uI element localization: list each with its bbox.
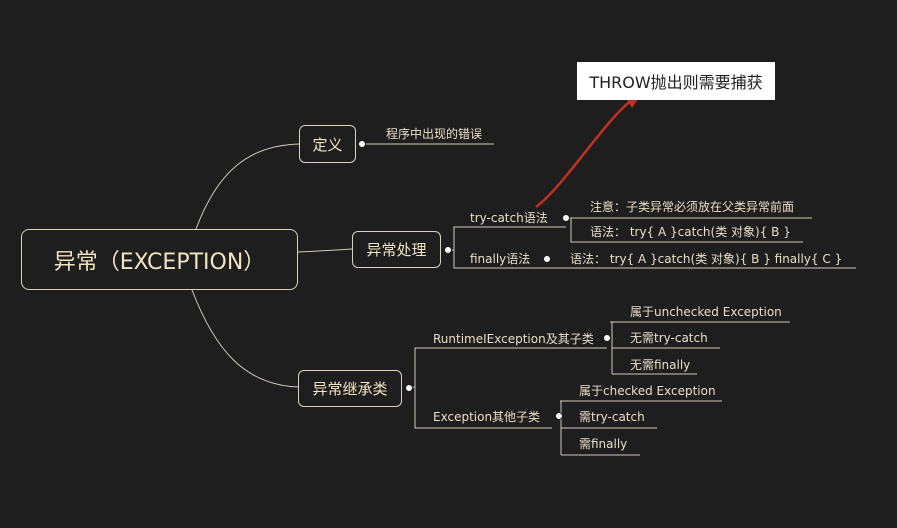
handling-label: 异常处理 <box>366 241 427 259</box>
runtime-item-unchecked[interactable]: 属于unchecked Exception <box>630 305 782 319</box>
definition-item[interactable]: 程序中出现的错误 <box>386 127 483 141</box>
handling-node[interactable]: 异常处理 <box>352 231 441 268</box>
root-label: 异常（EXCEPTION） <box>53 249 266 275</box>
definition-label: 定义 <box>312 135 343 154</box>
inheritance-collapse-dot[interactable] <box>405 384 413 392</box>
try-catch-syntax[interactable]: 语法： try{ A }catch(类 对象){ B } <box>590 225 791 239</box>
definition-node[interactable]: 定义 <box>299 125 356 163</box>
runtime-item-no-finally[interactable]: 无需finally <box>630 358 691 372</box>
runtime-item-no-try-catch[interactable]: 无需try-catch <box>630 331 708 345</box>
exception-subclass-label[interactable]: Exception其他子类 <box>433 410 541 424</box>
inheritance-node[interactable]: 异常继承类 <box>298 370 402 407</box>
throw-callout: THROW抛出则需要捕获 <box>577 62 775 100</box>
exception-item-try-catch[interactable]: 需try-catch <box>579 410 645 424</box>
finally-syntax[interactable]: 语法： try{ A }catch(类 对象){ B } finally{ C … <box>570 252 843 266</box>
try-catch-label[interactable]: try-catch语法 <box>470 211 548 225</box>
runtime-exception-label[interactable]: RuntimeIException及其子类 <box>433 332 594 346</box>
root-node[interactable]: 异常（EXCEPTION） <box>21 229 298 290</box>
exception-collapse-dot[interactable] <box>555 412 563 420</box>
definition-collapse-dot[interactable] <box>358 140 366 148</box>
exception-item-checked[interactable]: 属于checked Exception <box>579 384 716 398</box>
handling-collapse-dot[interactable] <box>444 246 452 254</box>
try-catch-collapse-dot[interactable] <box>562 214 570 222</box>
try-catch-note[interactable]: 注意：子类异常必须放在父类异常前面 <box>590 200 795 214</box>
inheritance-label: 异常继承类 <box>312 380 388 398</box>
runtime-collapse-dot[interactable] <box>603 334 611 342</box>
exception-item-finally[interactable]: 需finally <box>579 437 628 451</box>
finally-label[interactable]: finally语法 <box>470 252 531 266</box>
finally-collapse-dot[interactable] <box>543 255 551 263</box>
